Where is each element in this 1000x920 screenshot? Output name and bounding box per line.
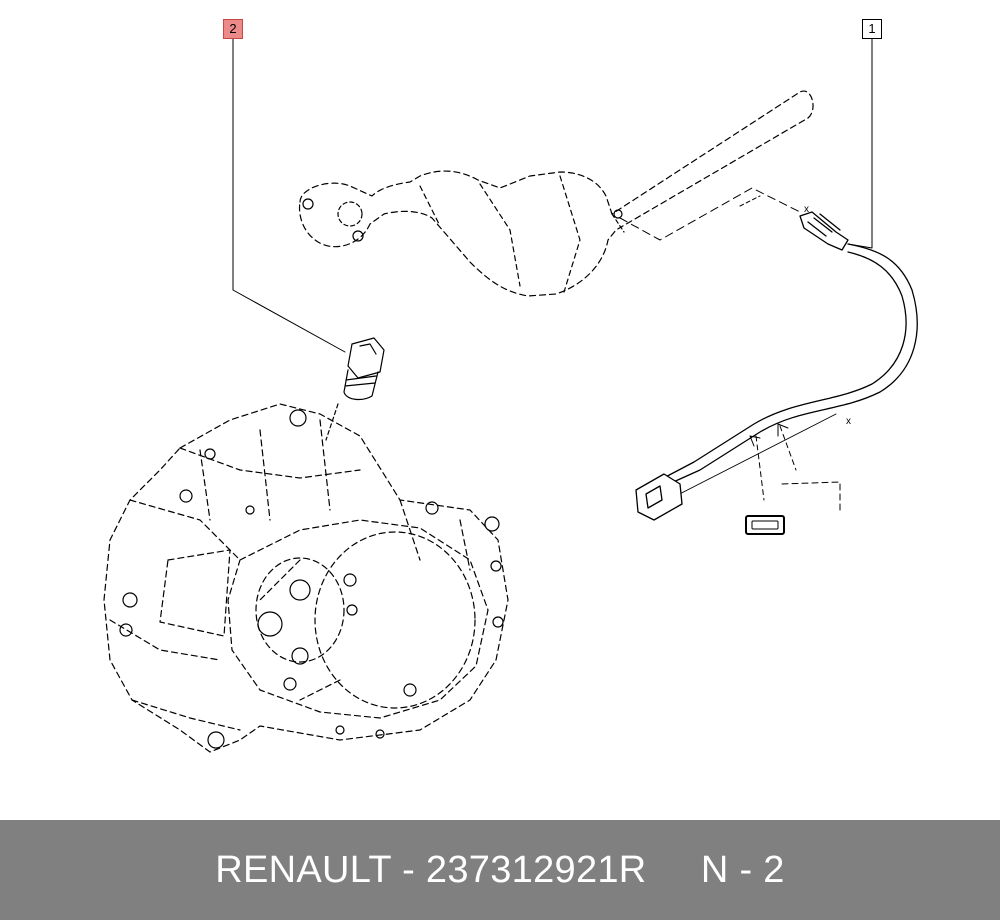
sensor-guide-lines [619, 187, 801, 241]
diagram-reference: N - 2 [700, 849, 785, 891]
spacer [647, 849, 701, 891]
separator: - [391, 849, 426, 891]
speed-sensor-part-2 [325, 337, 385, 441]
harness-clip-detail [745, 423, 841, 535]
oxygen-sensor-part-1 [635, 211, 918, 521]
exhaust-catalytic-converter [298, 90, 814, 297]
footer-bar: RENAULT - 237312921R N - 2 [0, 820, 1000, 920]
brand-name: RENAULT [215, 849, 392, 891]
gearbox-bolt-holes [119, 409, 504, 749]
mark-x-lower: x [846, 416, 851, 427]
leader-line-part-2 [232, 38, 346, 353]
gearbox-housing [103, 403, 509, 753]
callout-part-2-highlighted[interactable]: 2 [223, 19, 243, 39]
parts-diagram: x x [103, 38, 918, 753]
footer-caption: RENAULT - 237312921R N - 2 [0, 850, 1000, 890]
leader-line-part-1 [847, 38, 873, 249]
callout-part-1[interactable]: 1 [862, 19, 882, 39]
part-number: 237312921R [425, 849, 647, 891]
mark-x-upper: x [804, 204, 809, 215]
